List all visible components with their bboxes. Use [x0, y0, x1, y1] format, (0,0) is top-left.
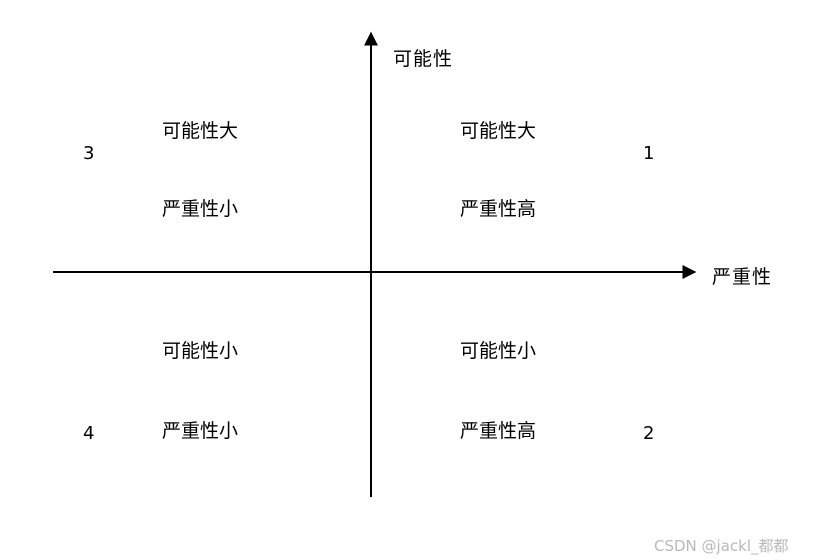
x-axis-label: 严重性 [712, 266, 773, 288]
quadrant-3-number: 3 [83, 143, 95, 164]
quadrant-3-line-1: 可能性大 [162, 120, 239, 142]
quadrant-3-line-2: 严重性小 [162, 198, 239, 220]
quadrant-4-line-2: 严重性小 [162, 420, 239, 442]
y-axis-label: 可能性 [393, 48, 454, 70]
csdn-watermark: CSDN @jackl_都都 [654, 537, 789, 555]
quadrant-4-number: 4 [83, 423, 95, 444]
quadrant-2-line-1: 可能性小 [460, 340, 537, 362]
quadrant-1-number: 1 [643, 143, 655, 164]
quadrant-2-line-2: 严重性高 [460, 420, 537, 442]
quadrant-2-number: 2 [643, 423, 655, 444]
quadrant-1-line-2: 严重性高 [460, 198, 537, 220]
quadrant-1-line-1: 可能性大 [460, 120, 537, 142]
quadrant-4-line-1: 可能性小 [162, 340, 239, 362]
